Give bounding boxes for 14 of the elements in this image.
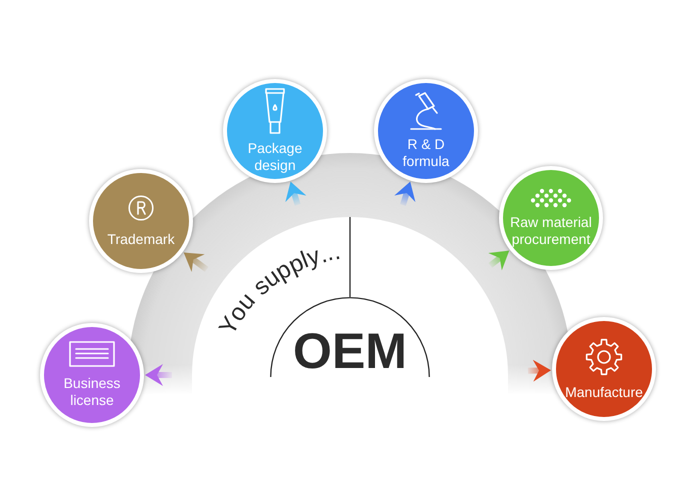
semicircle-node	[270, 297, 430, 377]
arrow	[488, 250, 510, 270]
node-label: Raw material procurement	[509, 214, 593, 248]
arrow	[184, 252, 208, 272]
arrow	[285, 182, 306, 206]
node-label: Business license	[62, 375, 122, 409]
title-text: OEM	[293, 326, 407, 376]
node-label: Package design	[246, 140, 304, 174]
arrow	[394, 182, 416, 206]
arrow	[528, 360, 552, 382]
arrow	[145, 364, 172, 386]
node-label: Manufacture	[565, 384, 643, 400]
node-label: Trademark	[107, 230, 175, 248]
node-label: R & D formula	[402, 136, 450, 170]
